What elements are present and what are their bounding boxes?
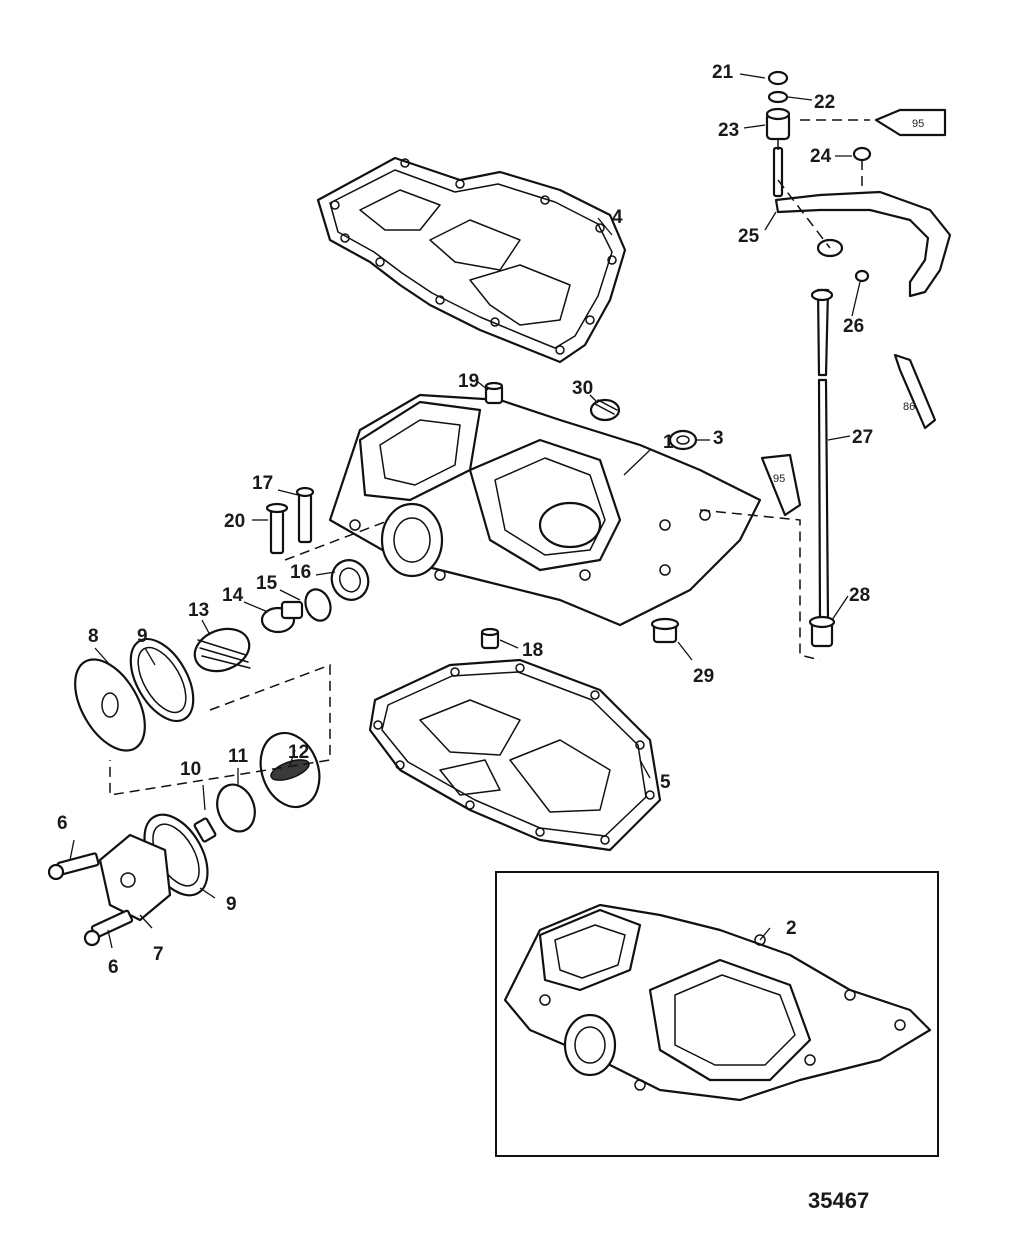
callout-8: 8 <box>88 626 99 647</box>
callout-1: 1 <box>663 432 674 453</box>
callout-30: 30 <box>572 378 593 399</box>
callout-2: 2 <box>786 918 797 939</box>
callout-18: 18 <box>522 640 543 661</box>
callout-labels: 1 2 3 4 5 6 6 7 8 9 9 10 11 12 13 14 15 … <box>57 62 873 978</box>
sealant-tube-3: 95 <box>760 453 802 517</box>
callout-21: 21 <box>712 62 734 83</box>
lower-gasket <box>368 658 662 852</box>
callout-16: 16 <box>290 562 311 583</box>
callout-4: 4 <box>612 207 623 228</box>
callout-17: 17 <box>252 473 273 494</box>
svg-text:95: 95 <box>912 118 924 130</box>
callout-27: 27 <box>852 427 873 448</box>
callout-3: 3 <box>713 428 724 449</box>
callout-29: 29 <box>693 666 714 687</box>
callout-19: 19 <box>458 371 479 392</box>
linkage-assembly <box>765 70 952 648</box>
callout-13: 13 <box>188 600 209 621</box>
callout-24: 24 <box>810 146 832 167</box>
figure-number: 35467 <box>808 1188 870 1213</box>
callout-28: 28 <box>849 585 870 606</box>
callout-6a: 6 <box>57 813 68 834</box>
callout-20: 20 <box>224 511 245 532</box>
svg-text:95: 95 <box>773 473 785 485</box>
sealant-tube-1: 95 <box>874 108 947 137</box>
callout-6b: 6 <box>108 957 119 978</box>
assembly-lines <box>109 119 870 796</box>
adapter-plate <box>328 393 762 627</box>
callout-10: 10 <box>180 759 201 780</box>
svg-text:86: 86 <box>903 401 915 413</box>
callout-9b: 9 <box>226 894 237 915</box>
callout-25: 25 <box>738 226 760 247</box>
leader-lines <box>69 73 861 949</box>
top-gasket <box>316 156 627 364</box>
callout-5: 5 <box>660 772 671 793</box>
sealant-tube-2: 86 <box>893 353 937 430</box>
relief-stack <box>47 731 321 947</box>
thermostat-stack <box>74 559 370 752</box>
callout-22: 22 <box>814 92 835 113</box>
callout-11: 11 <box>228 746 249 767</box>
callout-23: 23 <box>718 120 739 141</box>
callout-15: 15 <box>256 573 278 594</box>
callout-26: 26 <box>843 316 864 337</box>
fitting-30 <box>589 398 621 422</box>
plug-29 <box>650 617 680 644</box>
inset-box <box>495 871 939 1157</box>
callout-12: 12 <box>288 742 309 763</box>
callout-14: 14 <box>222 585 244 606</box>
callout-9a: 9 <box>137 626 148 647</box>
bolts-17-20 <box>265 486 315 555</box>
spring-13 <box>193 627 251 673</box>
callout-7: 7 <box>153 944 164 965</box>
